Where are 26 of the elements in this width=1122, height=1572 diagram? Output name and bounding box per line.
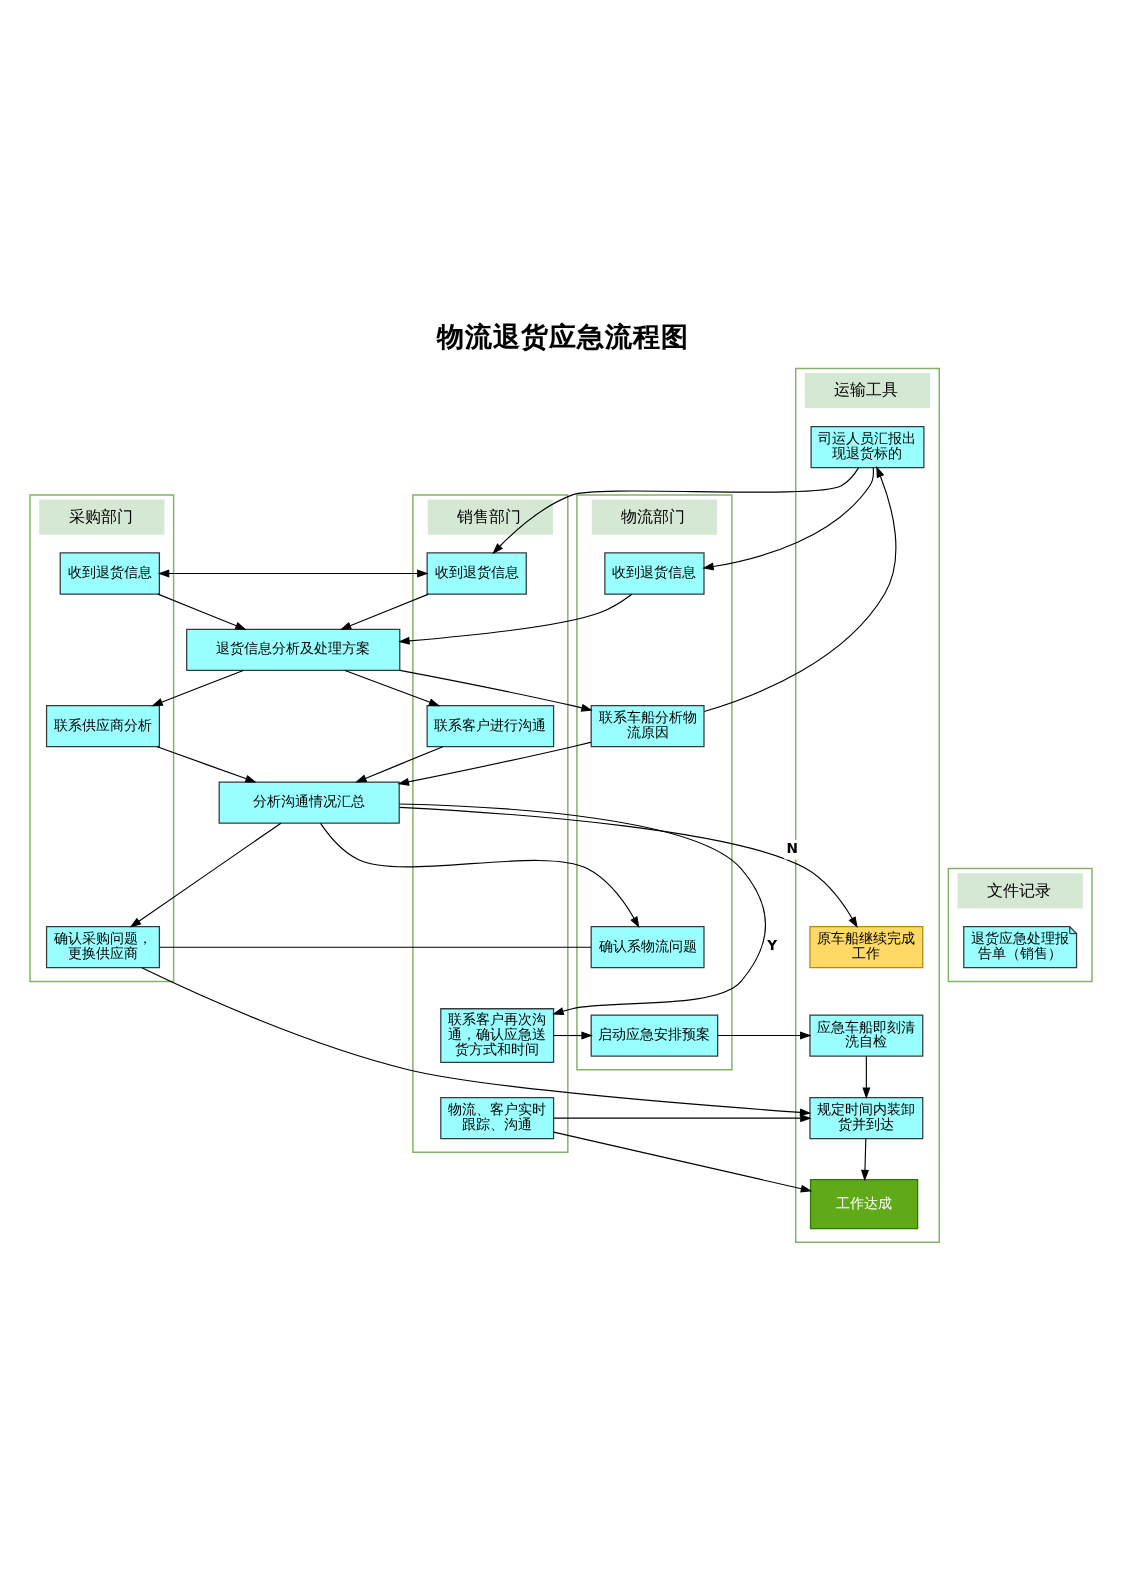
arrow xyxy=(157,569,429,578)
arrow xyxy=(399,806,858,929)
connector xyxy=(159,946,592,948)
arrow xyxy=(398,593,633,645)
arrow xyxy=(717,1031,812,1040)
arrow xyxy=(553,1031,593,1040)
arrow xyxy=(157,593,247,630)
arrow xyxy=(156,746,257,783)
arrow xyxy=(151,669,244,707)
arrow xyxy=(399,669,593,712)
arrow xyxy=(492,467,860,555)
arrow xyxy=(339,593,430,630)
arrow xyxy=(553,1114,812,1123)
arrow xyxy=(862,1055,871,1099)
arrow xyxy=(703,466,897,713)
arrow xyxy=(320,822,640,928)
arrow xyxy=(397,741,592,786)
arrow xyxy=(398,803,767,1015)
arrow xyxy=(861,1138,869,1182)
arrow xyxy=(344,669,441,707)
arrow xyxy=(355,746,444,783)
arrow xyxy=(553,1131,813,1193)
arrow xyxy=(129,822,282,928)
diagram-title: 物流退货应急流程图 xyxy=(437,321,690,354)
arrow xyxy=(702,467,874,571)
arrow xyxy=(141,967,812,1117)
